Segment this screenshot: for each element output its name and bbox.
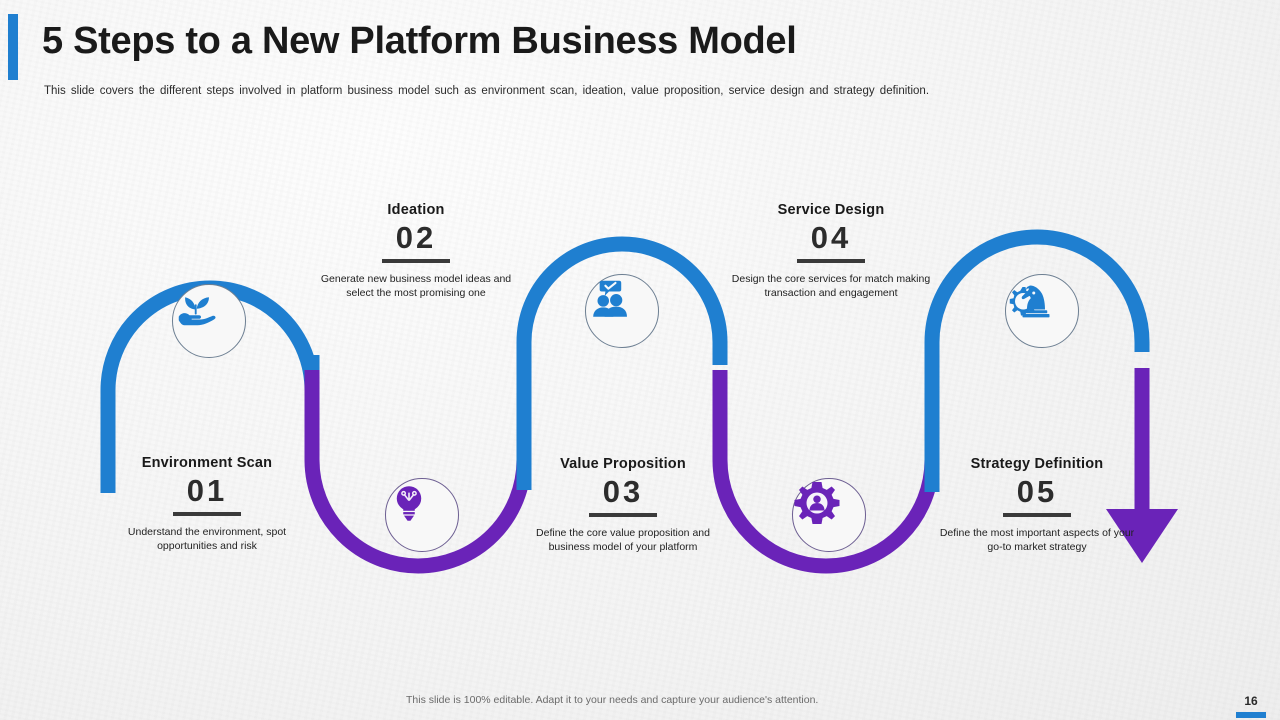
step-1-number-underline <box>173 511 241 516</box>
serpentine-path <box>100 229 1178 574</box>
step-1-icon-circle <box>172 284 246 358</box>
step-3-description: Define the core value proposition and bu… <box>536 526 710 554</box>
step-2-icon-circle <box>385 478 459 552</box>
footer-note: This slide is 100% editable. Adapt it to… <box>406 694 819 706</box>
people-chat-icon <box>593 280 627 317</box>
page-number-underline <box>1236 712 1266 718</box>
gear-person-icon <box>794 482 840 524</box>
page-number: 16 <box>1244 694 1258 708</box>
hand-plant-icon <box>178 297 216 326</box>
page-title: 5 Steps to a New Platform Business Model <box>42 20 797 62</box>
step-2-number-wrap: 02 <box>311 220 521 263</box>
page-subtitle: This slide covers the different steps in… <box>44 85 930 97</box>
step-1-number-wrap: 01 <box>102 473 312 516</box>
step-3-label-block: Value Proposition 03 Define the core val… <box>518 456 728 555</box>
step-4-number-underline <box>797 258 865 263</box>
step-2-number: 02 <box>395 220 437 255</box>
step-3-icon-circle <box>585 274 659 348</box>
step-1-description: Understand the environment, spot opportu… <box>127 525 287 553</box>
step-4-description: Design the core services for match makin… <box>731 272 931 300</box>
step-3-number-wrap: 03 <box>518 474 728 517</box>
step-3-number: 03 <box>602 474 644 509</box>
step-4-number-wrap: 04 <box>726 220 936 263</box>
step-3-title: Value Proposition <box>560 456 686 472</box>
step-5-number-wrap: 05 <box>932 474 1142 517</box>
step-5-title: Strategy Definition <box>970 456 1104 472</box>
step-2-description: Generate new business model ideas and se… <box>320 272 512 300</box>
step-1-label-block: Environment Scan 01 Understand the envir… <box>102 455 312 554</box>
step-4-title: Service Design <box>777 202 885 218</box>
step-4-label-block: Service Design 04 Design the core servic… <box>726 202 936 301</box>
lightbulb-icon <box>396 486 422 521</box>
step-5-description: Define the most important aspects of you… <box>939 526 1135 554</box>
step-1-number: 01 <box>186 473 228 508</box>
step-5-label-block: Strategy Definition 05 Define the most i… <box>932 456 1142 555</box>
title-accent-bar <box>8 14 18 80</box>
step-1-title: Environment Scan <box>141 455 273 471</box>
step-2-label-block: Ideation 02 Generate new business model … <box>311 202 521 301</box>
step-4-icon-circle <box>792 478 866 552</box>
step-5-number: 05 <box>1016 474 1058 509</box>
step-2-title: Ideation <box>387 202 445 218</box>
process-diagram: Environment Scan 01 Understand the envir… <box>0 120 1280 660</box>
step-3-number-underline <box>589 512 657 517</box>
step-4-number: 04 <box>810 220 852 255</box>
step-5-number-underline <box>1003 512 1071 517</box>
step-2-number-underline <box>382 258 450 263</box>
chess-knight-gear-icon <box>1009 285 1050 318</box>
step-5-icon-circle <box>1005 274 1079 348</box>
